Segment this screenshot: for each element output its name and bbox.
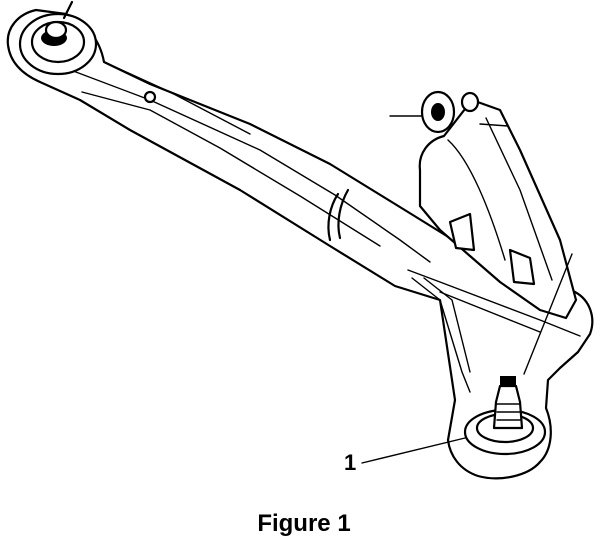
ball-joint [463, 253, 573, 456]
rear-bracket [389, 90, 578, 320]
front-bushing [18, 0, 98, 76]
callout-number: 1 [344, 450, 356, 475]
figure-caption: Figure 1 [257, 510, 351, 537]
callout-1: 1 [344, 437, 466, 475]
